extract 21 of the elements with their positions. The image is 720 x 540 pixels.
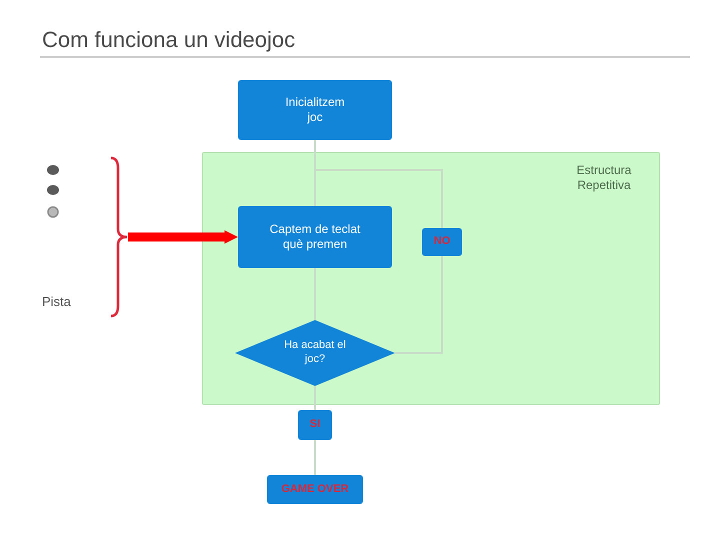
end-box: [267, 475, 363, 504]
box-label: NO: [434, 235, 450, 249]
decision-diamond: [235, 320, 395, 386]
connector-line: [314, 440, 316, 475]
decision-label: Ha acabat el joc?: [284, 339, 346, 367]
connector-line: [395, 256, 443, 354]
list-label: Pista: [42, 294, 71, 309]
box-label: SI: [310, 418, 320, 432]
box-label: GAME OVER: [281, 482, 349, 496]
branch-box: [298, 410, 332, 440]
process-box: [238, 80, 392, 140]
curly-brace: [110, 156, 128, 318]
branch-box: [422, 228, 462, 256]
region-label: Estructura Repetitiva: [576, 163, 632, 193]
box-label: Captem de teclat què premen: [268, 222, 362, 252]
arrow: [128, 230, 238, 244]
process-box: [238, 206, 392, 268]
title: Com funciona un videojoc: [42, 27, 296, 53]
box-label: Inicialitzem joc: [284, 95, 346, 125]
loop-region: [202, 152, 660, 405]
connector-line: [314, 169, 443, 228]
